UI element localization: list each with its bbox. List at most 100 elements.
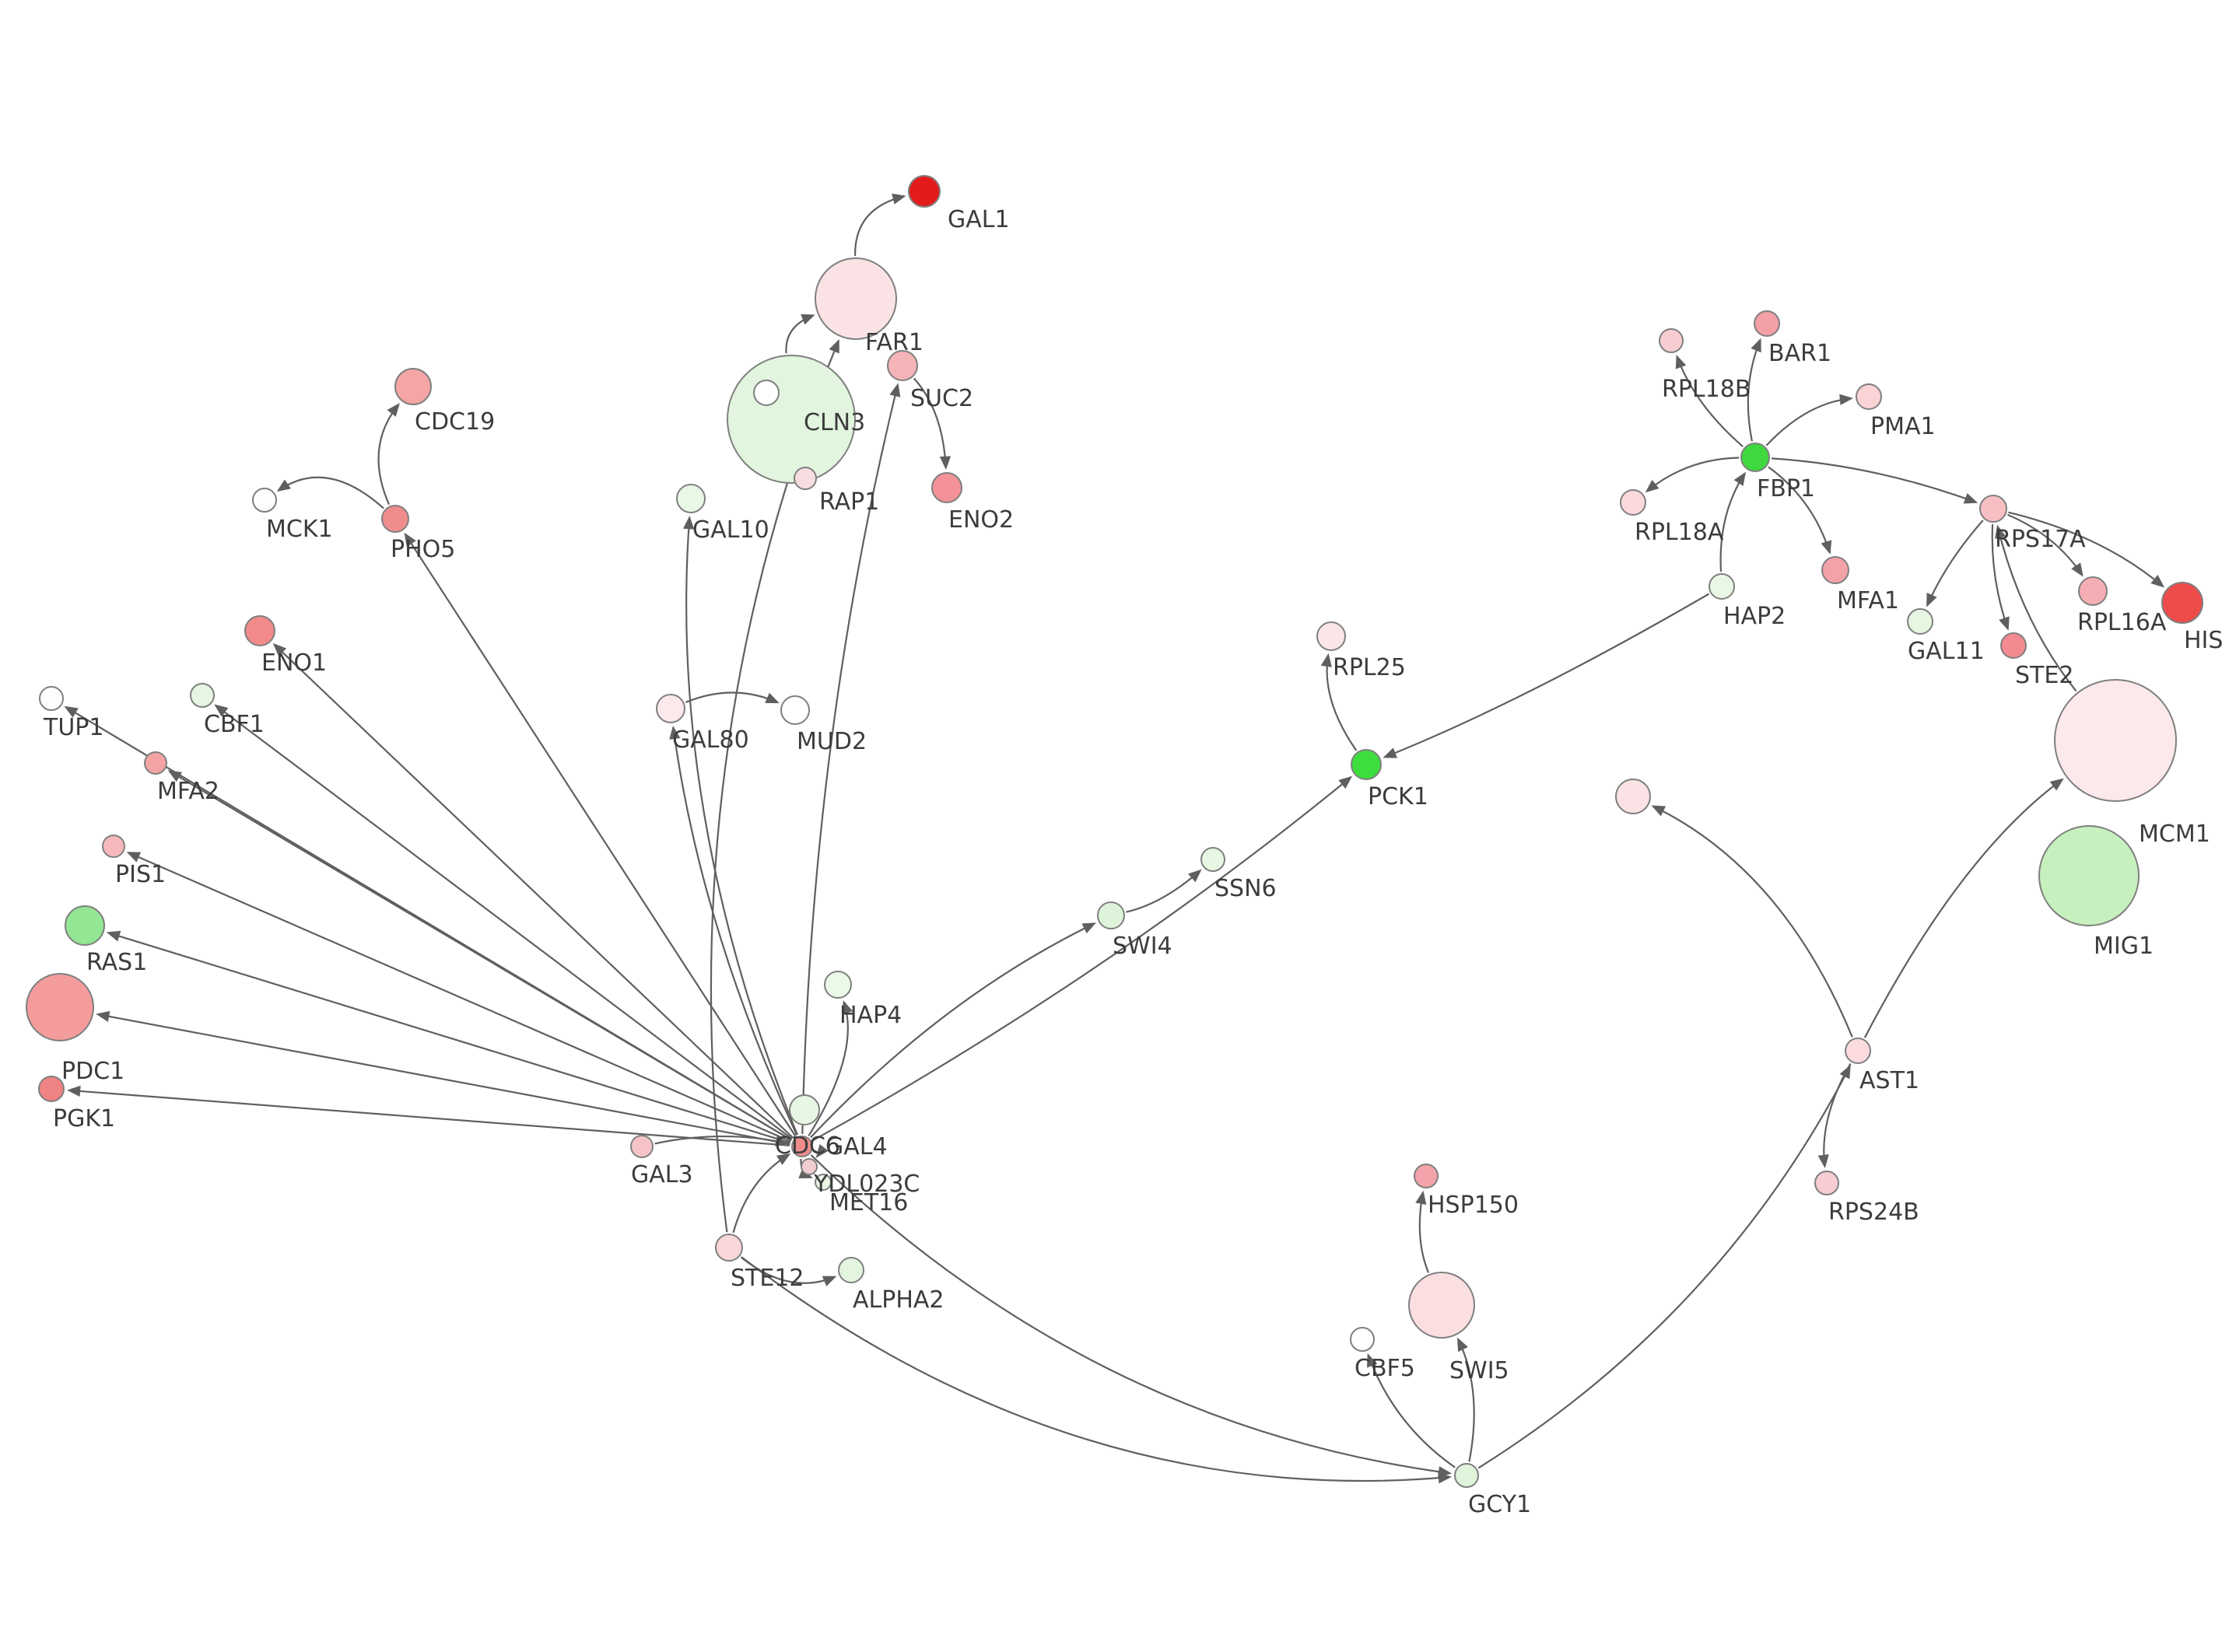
node-rpl18a[interactable] [1620,489,1646,516]
node-gcy1[interactable] [1454,1463,1479,1488]
edge-gal4-mfa2[interactable] [167,770,792,1141]
node-cbf5[interactable] [1350,1327,1375,1352]
node-hsp150[interactable] [1414,1164,1439,1188]
node-hap2[interactable] [1709,573,1735,600]
node-his4[interactable] [2161,582,2203,624]
edge-gal3-gal4[interactable] [654,1135,790,1146]
node-pck1[interactable] [1351,749,1382,780]
edge-gal4-pck1[interactable] [812,775,1353,1142]
edge-ste12-gal4[interactable] [732,1153,791,1234]
node-eno2[interactable] [931,472,962,503]
node-bar1[interactable] [1754,310,1780,337]
edge-fbp1-rps17a[interactable] [1771,457,1978,504]
edge-hap2-pck1[interactable] [1383,593,1710,758]
node-ydl023c[interactable] [801,1158,818,1175]
node-alpha2[interactable] [838,1257,864,1283]
edge-gcy1-cbf5[interactable] [1366,1353,1456,1468]
edge-suc2-eno2[interactable] [913,377,952,470]
node-mud2[interactable] [780,695,810,725]
node-rpl16a[interactable] [2078,576,2108,606]
edge-rps17a-rpl16a[interactable] [2006,513,2084,577]
edge-gal80-mud2[interactable] [685,691,780,704]
node-pdc1[interactable] [26,973,94,1041]
node-pho5[interactable] [381,505,409,533]
edge-fbp1-rpl18b[interactable] [1675,355,1744,448]
edge-gcy1-ast1[interactable] [1477,1064,1851,1469]
edge-rps17a-gal11[interactable] [1926,520,1984,607]
edge-gal4-gal10[interactable] [683,516,799,1136]
edge-gal4-gcy1[interactable] [810,1154,1453,1478]
node-met16[interactable] [815,1174,832,1191]
edge-pho5-mck1[interactable] [276,476,384,509]
node-swi4[interactable] [1097,901,1125,929]
node-rps17a[interactable] [1979,495,2007,523]
node-mck1[interactable] [252,488,277,513]
node-eno1[interactable] [244,615,275,646]
edge-gal4-cbf1[interactable] [214,704,793,1140]
edge-gal4-pgk1[interactable] [67,1085,790,1146]
node-ste12[interactable] [715,1234,743,1262]
node-node-w[interactable] [753,380,780,406]
edge-far1-gal1[interactable] [853,193,906,257]
node-ast1[interactable] [1845,1038,1871,1064]
node-ssn6[interactable] [1200,847,1225,872]
edge-cln3-far1[interactable] [785,314,815,354]
node-fbp1[interactable] [1740,443,1770,472]
edge-gal4-hap4[interactable] [808,999,853,1136]
node-gal4[interactable] [791,1136,813,1157]
node-pis1[interactable] [102,835,125,858]
node-cbf1[interactable] [190,683,215,708]
node-far1[interactable] [815,257,897,340]
edge-fbp1-pma1[interactable] [1765,394,1853,446]
node-rps24b[interactable] [1814,1171,1839,1195]
node-pgk1[interactable] [38,1076,65,1102]
edge-pck1-rpl25[interactable] [1320,653,1358,751]
edge-swi4-ssn6[interactable] [1126,869,1202,913]
node-hap4[interactable] [824,971,852,999]
edge-swi5-hsp150[interactable] [1415,1190,1430,1273]
edge-ast1-node_u[interactable] [1651,805,1853,1038]
node-node-u[interactable] [1615,779,1651,814]
node-gal80[interactable] [656,694,685,723]
node-ste2[interactable] [2000,632,2027,659]
node-rpl25[interactable] [1316,621,1346,651]
edge-rps17a-ste2[interactable] [1991,523,2010,631]
edge-gal4-pis1[interactable] [126,852,791,1143]
edge-fbp1-bar1[interactable] [1747,338,1761,442]
node-ras1[interactable] [65,905,105,946]
edge-rps17a-his4[interactable] [2008,511,2164,588]
edge-mcm1-rps17a[interactable] [1995,524,2077,692]
edge-fbp1-mfa1[interactable] [1768,466,1832,555]
node-mfa2[interactable] [144,751,167,775]
node-rpl18b[interactable] [1659,328,1684,353]
node-gal11[interactable] [1907,608,1933,635]
node-gal1[interactable] [908,175,941,208]
node-tup1[interactable] [39,686,64,711]
edge-gal4-ras1[interactable] [106,930,791,1144]
node-gal3[interactable] [630,1135,654,1158]
edge-ast1-rps24b[interactable] [1817,1062,1852,1169]
edge-ast1-mcm1[interactable] [1863,778,2064,1038]
node-mcm1[interactable] [2054,679,2177,802]
node-suc2[interactable] [887,350,918,381]
edge-gal4-suc2[interactable] [801,383,901,1135]
node-mfa1[interactable] [1821,556,1849,584]
edge-gal4-pho5[interactable] [404,532,797,1137]
edge-ste12-gcy1[interactable] [741,1256,1452,1484]
edge-gal4-ydl023c[interactable] [813,1143,829,1158]
edge-gal4-gal80[interactable] [669,725,798,1136]
edge-gal4-swi4[interactable] [810,922,1096,1139]
edge-fbp1-rpl18a[interactable] [1645,457,1740,493]
edge-hap2-fbp1[interactable] [1719,471,1746,572]
node-swi5[interactable] [1408,1272,1475,1339]
edge-gcy1-swi5[interactable] [1457,1337,1475,1462]
edge-gal4-pdc1[interactable] [96,1010,790,1146]
edge-pho5-cdc19[interactable] [377,403,400,506]
node-rap1[interactable] [794,467,817,490]
edge-gal4-eno1[interactable] [272,642,794,1139]
node-pma1[interactable] [1856,383,1882,410]
node-cdc6[interactable] [789,1094,820,1125]
node-gal10[interactable] [676,484,706,513]
